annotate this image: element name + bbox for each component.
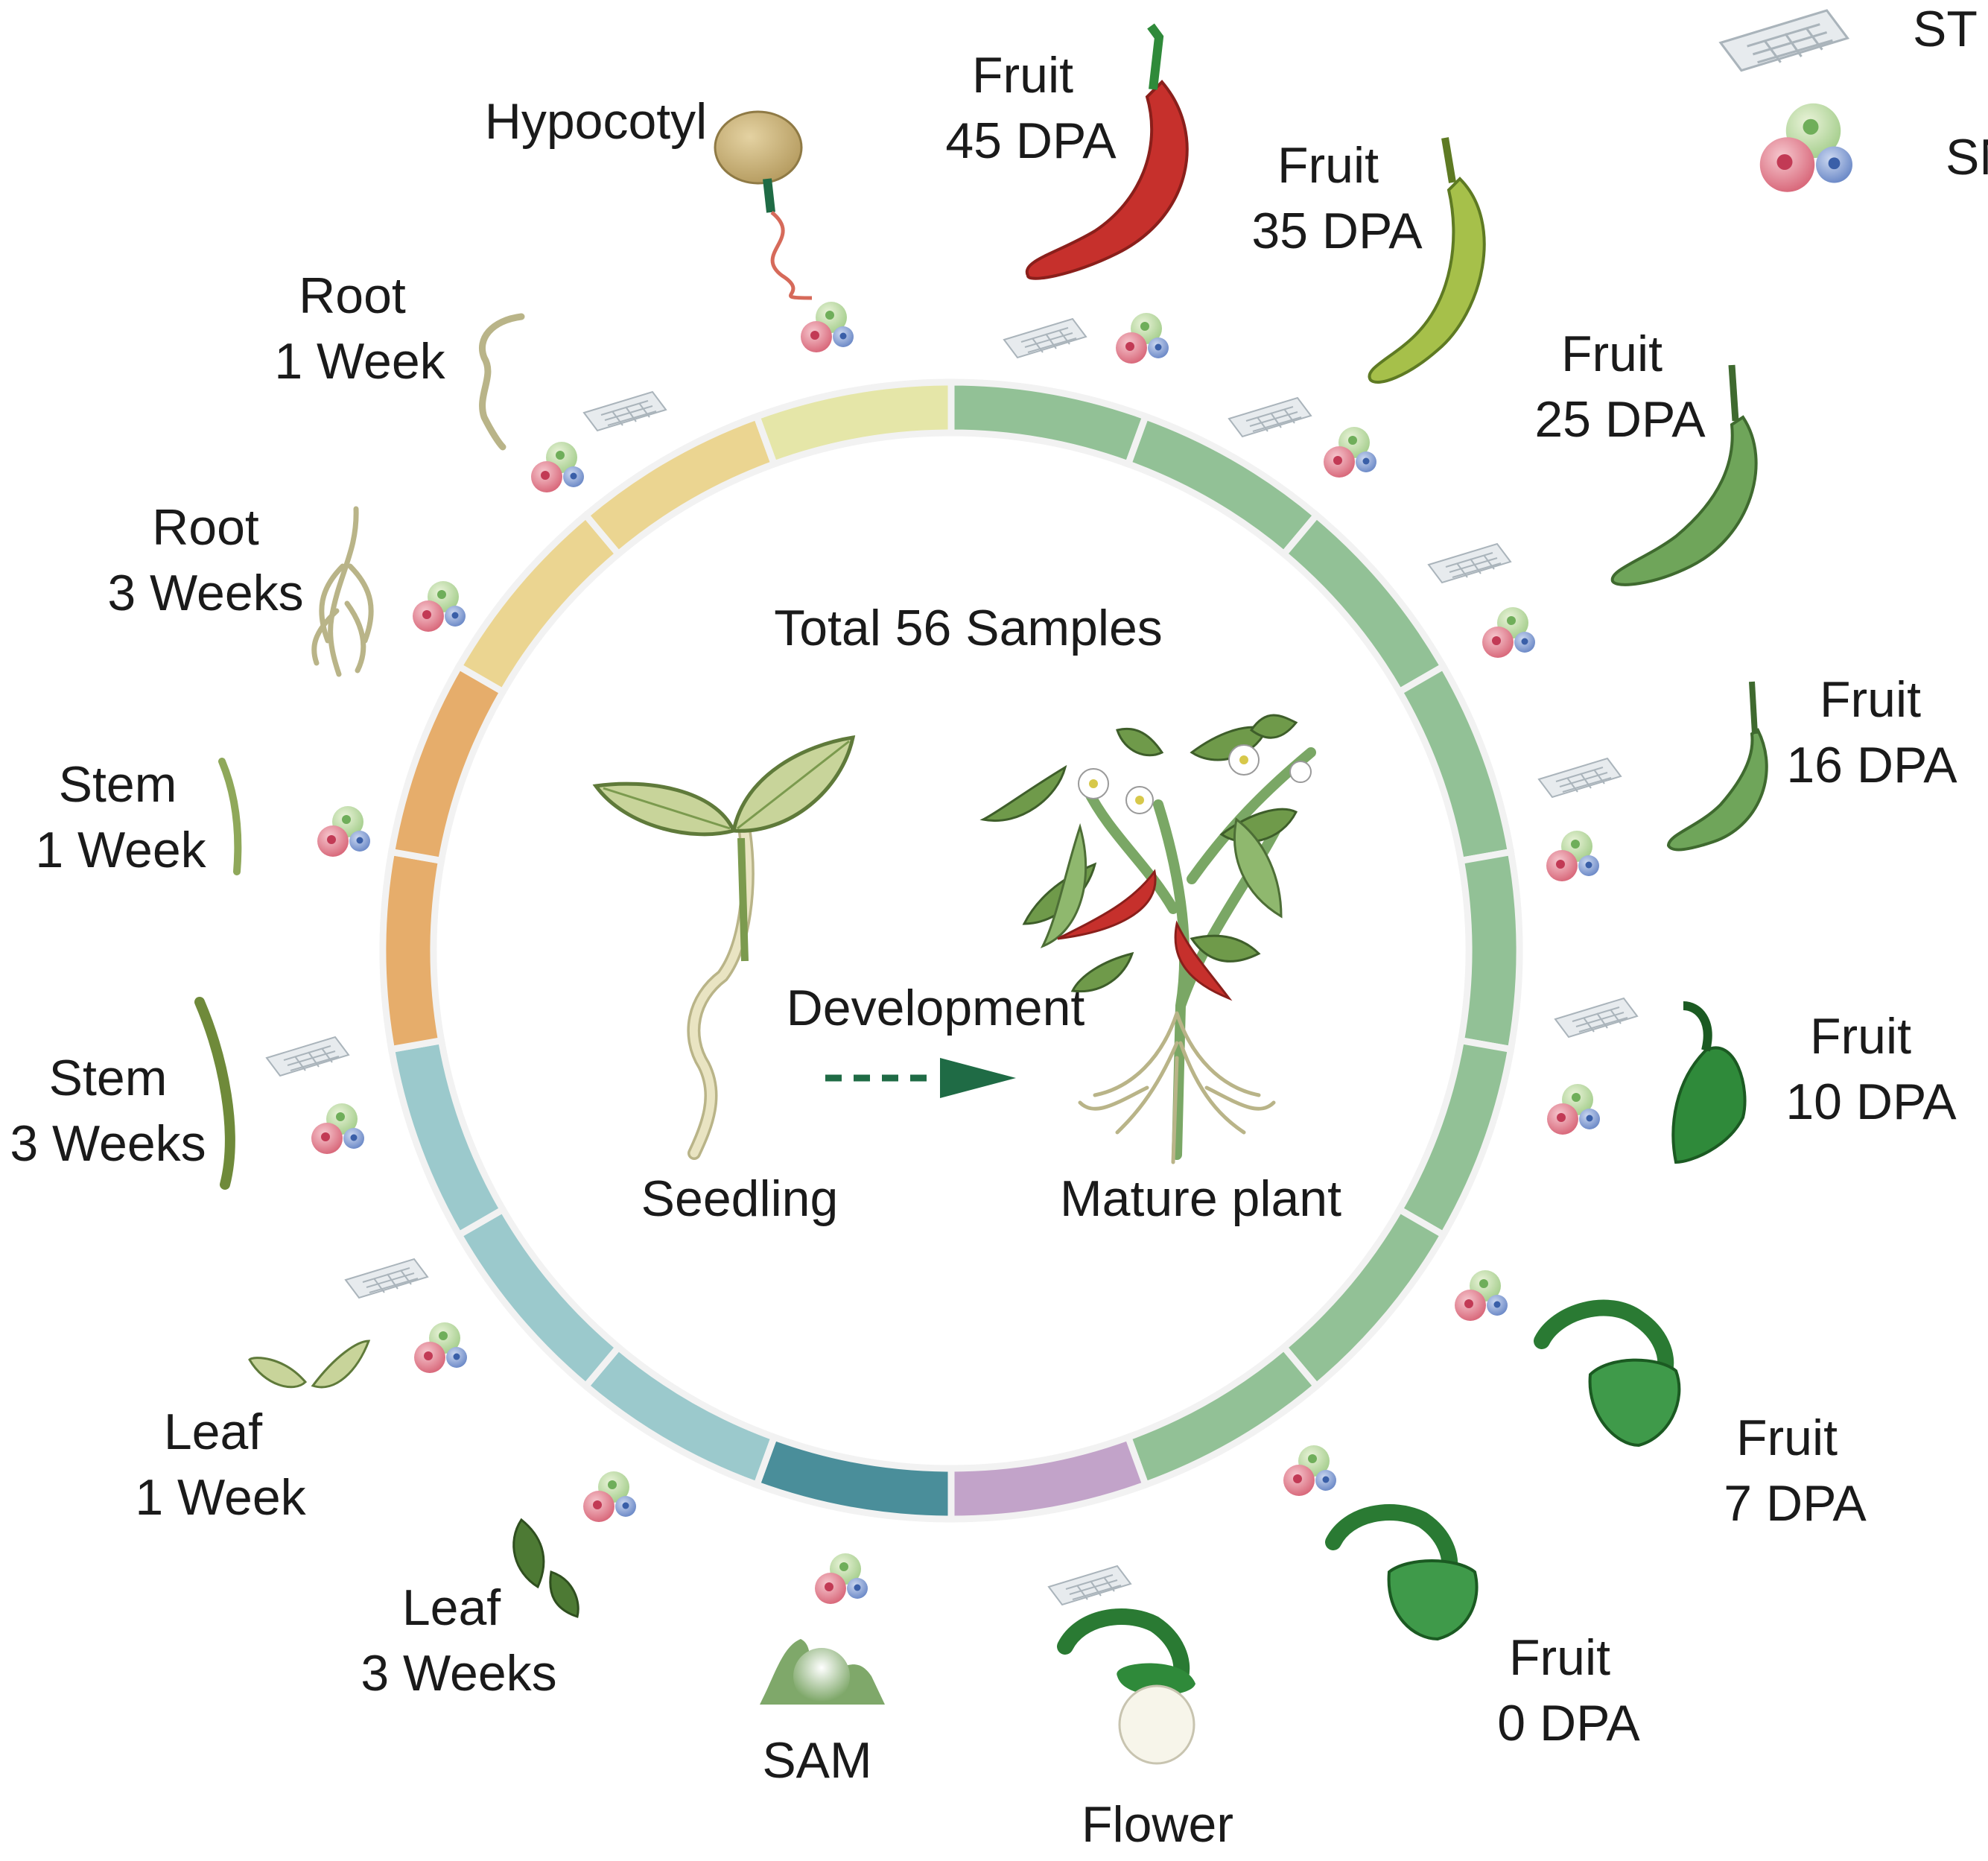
green-pepper-10dpa-icon <box>1671 1046 1747 1164</box>
ring-segment-fruit <box>947 378 1150 469</box>
nuclei-cluster-icon <box>1759 103 1852 192</box>
root-3-weeks-icon <box>311 506 374 677</box>
seedling-icon <box>592 735 856 1160</box>
yellow-green-pepper-icon <box>1368 177 1486 384</box>
sn-marker-icon <box>317 806 370 857</box>
hypocotyl-seedling-icon <box>714 110 813 300</box>
ring-segment-fruit <box>1123 412 1321 559</box>
ring-segment-fruit <box>1394 1036 1515 1240</box>
ring-segment-root <box>454 510 623 697</box>
young-fruit-7dpa-icon <box>1534 1299 1681 1448</box>
sn-marker-icon <box>413 581 466 632</box>
st-marker-icon <box>1228 397 1312 437</box>
sn-marker-icon <box>815 1553 868 1604</box>
ring-segment-hypocotyl <box>752 378 955 469</box>
st-marker-icon <box>583 391 667 431</box>
stem-1-week-icon <box>218 758 242 875</box>
st-marker-icon <box>345 1258 428 1299</box>
seedling-label: Seedling <box>641 1170 839 1227</box>
st-marker-icon <box>1428 543 1511 583</box>
ring-segment-sam <box>752 1433 955 1523</box>
mature-plant-icon <box>979 714 1316 1164</box>
sn-marker-icon <box>1482 607 1535 658</box>
young-fruit-0dpa-icon <box>1325 1504 1479 1641</box>
sn-marker-icon <box>1547 1084 1600 1135</box>
total-samples-title: Total 56 Samples <box>774 600 1163 656</box>
development-label: Development <box>787 980 1085 1036</box>
ring-segment-fruit <box>1457 848 1523 1053</box>
slide-chip-icon <box>1719 9 1849 72</box>
leaf-1-week-icon <box>248 1340 371 1389</box>
sn-marker-icon <box>531 442 584 492</box>
leaf-3-weeks-icon <box>512 1518 579 1618</box>
shoot-apical-meristem-icon <box>760 1639 885 1705</box>
ring-segment-stem <box>379 848 445 1053</box>
flower-bud-icon <box>1057 1608 1195 1765</box>
ring-segment-fruit <box>1279 510 1448 697</box>
green-pepper-16dpa-icon <box>1666 728 1768 852</box>
sn-marker-icon <box>1546 831 1599 881</box>
red-chili-pepper-icon <box>1025 80 1189 280</box>
legend-label-sn: SN <box>1946 129 1988 186</box>
sample-ring <box>379 378 1523 1523</box>
method-markers <box>266 302 1638 1605</box>
stem-3-weeks-icon <box>194 997 235 1190</box>
center-panel: Total 56 Samples Development Seedling Ma… <box>592 600 1341 1227</box>
development-arrow-icon <box>825 1058 1016 1098</box>
root-1-week-icon <box>479 313 525 451</box>
ring-segment-leaf <box>454 1205 623 1391</box>
sn-marker-icon <box>1324 427 1376 478</box>
sample-illustrations <box>194 23 1768 1765</box>
label-hypocotyl: Hypocotyl <box>485 93 708 150</box>
ring-segment-fruit <box>1279 1205 1448 1391</box>
sn-marker-icon <box>414 1322 467 1373</box>
legend: ST SN <box>1719 1 1988 192</box>
ring-segment-root <box>581 412 779 559</box>
st-marker-icon <box>1003 318 1087 358</box>
st-marker-icon <box>1048 1565 1131 1605</box>
st-marker-icon <box>1554 998 1638 1038</box>
ring-segment-stem <box>387 662 508 865</box>
legend-label-st: ST <box>1913 1 1978 57</box>
ring-segment-leaf <box>387 1036 508 1240</box>
ring-segment-fruit <box>1394 662 1515 865</box>
st-marker-icon <box>1538 758 1622 798</box>
red-chili-stem-icon <box>1147 23 1164 90</box>
sn-marker-icon <box>1455 1270 1508 1321</box>
label-flower: Flower <box>1082 1796 1233 1853</box>
green-pepper-25dpa-icon <box>1610 415 1758 586</box>
sn-marker-icon <box>801 302 854 352</box>
ring-segment-leaf <box>581 1342 779 1489</box>
sn-marker-icon <box>1283 1445 1336 1496</box>
sn-marker-icon <box>311 1103 364 1154</box>
label-sam: SAM <box>762 1732 871 1789</box>
sn-marker-icon <box>583 1471 636 1522</box>
st-marker-icon <box>266 1036 349 1077</box>
mature-plant-label: Mature plant <box>1060 1170 1341 1227</box>
ring-segment-fruit <box>1123 1342 1321 1489</box>
ring-segment-flower <box>947 1433 1150 1523</box>
sn-marker-icon <box>1116 313 1169 364</box>
